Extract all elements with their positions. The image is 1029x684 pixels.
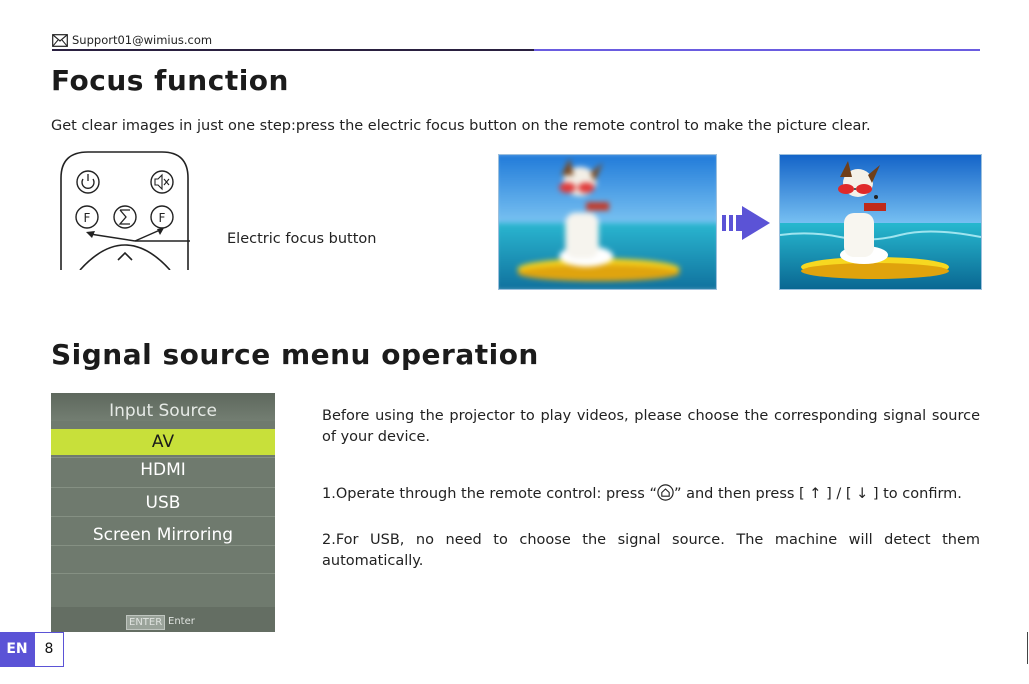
step-1-text-a: 1.Operate through the remote control: pr… bbox=[322, 486, 657, 502]
support-email[interactable]: Support01@wimius.com bbox=[72, 33, 213, 47]
focus-function-heading: Focus function bbox=[51, 64, 289, 97]
power-icon bbox=[76, 170, 100, 194]
signal-source-heading: Signal source menu operation bbox=[51, 338, 539, 371]
home-icon bbox=[657, 484, 674, 501]
blurry-image-example bbox=[498, 154, 717, 290]
page-number: 8 bbox=[34, 632, 64, 667]
step-2-paragraph: 2.For USB, no need to choose the signal … bbox=[322, 532, 980, 569]
input-source-menu: Input Source AV HDMI USB Screen Mirrorin… bbox=[51, 393, 275, 632]
svg-text:F: F bbox=[84, 211, 91, 225]
step-1-text-b: ” and then press [ ↑ ] / [ ↓ ] to confir… bbox=[673, 486, 962, 502]
step-1-paragraph: 1.Operate through the remote control: pr… bbox=[322, 484, 980, 505]
language-tab: EN bbox=[0, 632, 34, 667]
header-rule bbox=[52, 49, 534, 51]
menu-item-usb[interactable]: USB bbox=[145, 493, 181, 513]
focus-minus-icon: F bbox=[75, 205, 99, 229]
svg-text:F: F bbox=[159, 211, 166, 225]
chevron-up-icon bbox=[117, 251, 133, 261]
menu-item-hdmi[interactable]: HDMI bbox=[140, 460, 186, 480]
enter-hint-text: Enter bbox=[168, 616, 195, 627]
menu-title: Input Source bbox=[109, 401, 217, 421]
sigma-icon bbox=[113, 205, 137, 229]
header-rule-accent bbox=[534, 49, 980, 51]
electric-focus-button-label: Electric focus button bbox=[227, 231, 377, 247]
menu-footer: ENTER Enter bbox=[51, 607, 275, 632]
clear-image-example bbox=[779, 154, 982, 290]
mute-icon bbox=[150, 170, 174, 194]
remote-control-illustration: F F bbox=[60, 151, 190, 270]
enter-key-hint: ENTER bbox=[126, 615, 166, 630]
right-arrow-icon bbox=[722, 206, 770, 240]
page-edge-rule bbox=[1027, 632, 1028, 664]
signal-intro-paragraph: Before using the projector to play video… bbox=[322, 408, 980, 445]
mail-icon bbox=[52, 34, 68, 47]
menu-item-av[interactable]: AV bbox=[51, 429, 275, 455]
focus-description: Get clear images in just one step:press … bbox=[51, 118, 871, 134]
menu-item-screen-mirroring[interactable]: Screen Mirroring bbox=[92, 525, 234, 545]
focus-plus-icon: F bbox=[150, 205, 174, 229]
